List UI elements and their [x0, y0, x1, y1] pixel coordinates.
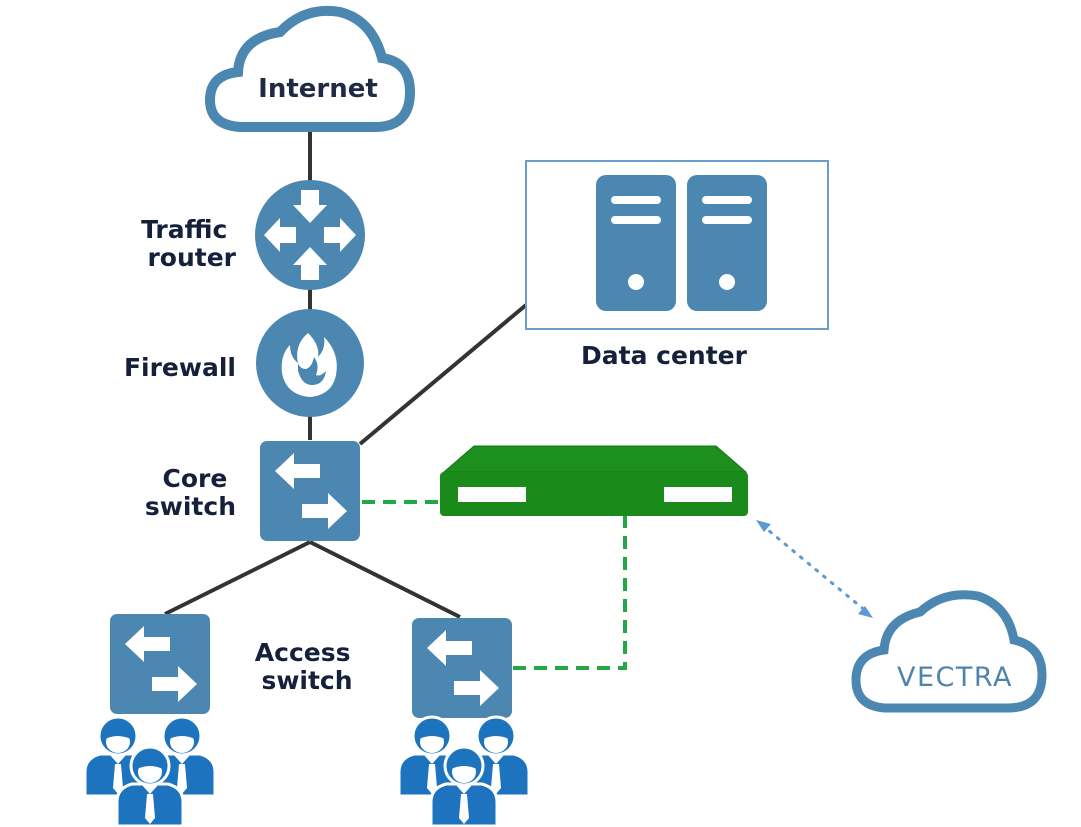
link-core-access-left: [164, 540, 311, 616]
switch-icon: [110, 614, 210, 714]
link-core-datacenter: [358, 303, 528, 446]
users-icon: [399, 717, 529, 826]
access-switch-label: Access switch: [255, 638, 359, 695]
data-center-frame: [525, 160, 829, 330]
firewall-label: Firewall: [124, 353, 236, 382]
vectra-cloud[interactable]: VECTRA: [851, 590, 1047, 713]
appliance-icon: [440, 445, 748, 516]
link-sensor-vectra: [760, 523, 869, 614]
internet-cloud: Internet: [204, 5, 416, 132]
users-icon: [85, 717, 215, 826]
sensor-appliance[interactable]: [440, 445, 748, 516]
link-sensor-access: [513, 515, 627, 670]
traffic-router[interactable]: Traffic router: [141, 180, 365, 290]
access-switch-right[interactable]: [412, 618, 512, 718]
access-switch-left[interactable]: [110, 614, 210, 714]
core-switch-label: Core switch: [145, 464, 236, 521]
connections: [164, 130, 873, 670]
cloud-icon: [204, 5, 416, 132]
router-icon: [255, 180, 365, 290]
switch-icon: [412, 618, 512, 718]
users-group-left: [85, 717, 215, 826]
link-core-access-right: [309, 540, 461, 619]
data-center[interactable]: Data center: [525, 160, 829, 370]
firewall[interactable]: Firewall: [124, 309, 364, 417]
server-icon: [596, 175, 767, 311]
vectra-label: VECTRA: [897, 662, 1013, 693]
cloud-icon: [851, 590, 1047, 713]
router-label: Traffic router: [141, 215, 237, 272]
internet-label: Internet: [258, 74, 378, 104]
arrow-head-lower: [858, 606, 873, 618]
switch-icon: [260, 441, 360, 541]
core-switch[interactable]: Core switch: [145, 441, 360, 541]
users-group-right: [399, 717, 529, 826]
arrow-head-upper: [756, 520, 771, 532]
data-center-label: Data center: [581, 341, 748, 370]
fire-icon: [256, 309, 364, 417]
